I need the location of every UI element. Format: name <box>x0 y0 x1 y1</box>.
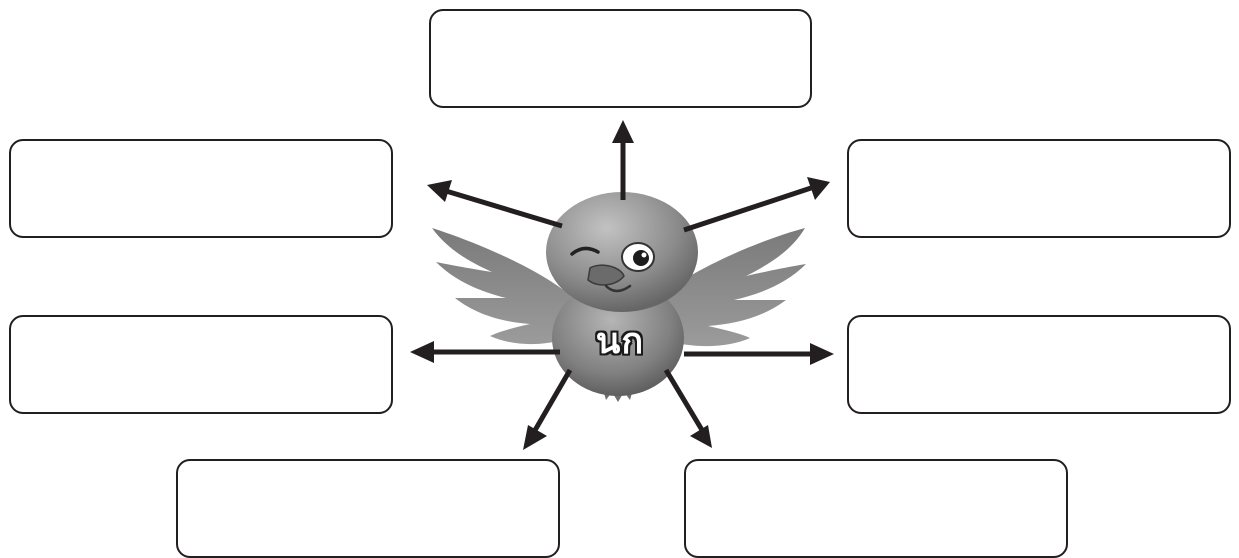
beak <box>587 264 625 286</box>
answer-box-top[interactable] <box>429 9 812 108</box>
smile <box>604 284 632 293</box>
bird-body <box>552 280 684 396</box>
answer-box-bottom-right[interactable] <box>684 459 1068 558</box>
center-label: นก <box>595 321 645 362</box>
answer-box-upper-left[interactable] <box>9 139 393 238</box>
left-wing <box>432 228 575 345</box>
answer-box-bottom-left[interactable] <box>176 459 560 558</box>
answer-box-middle-left[interactable] <box>9 315 393 414</box>
arrow-lower-right <box>663 368 705 432</box>
winking-eye <box>570 246 600 256</box>
arrows <box>410 120 834 450</box>
right-wing <box>655 228 806 347</box>
answer-box-middle-right[interactable] <box>847 315 1231 414</box>
answer-box-upper-right[interactable] <box>847 139 1231 238</box>
arrow-lower-left <box>531 368 573 434</box>
arrow-upper-left <box>445 188 563 229</box>
arrow-upper-right <box>683 185 812 233</box>
bird-mascot <box>432 192 806 402</box>
